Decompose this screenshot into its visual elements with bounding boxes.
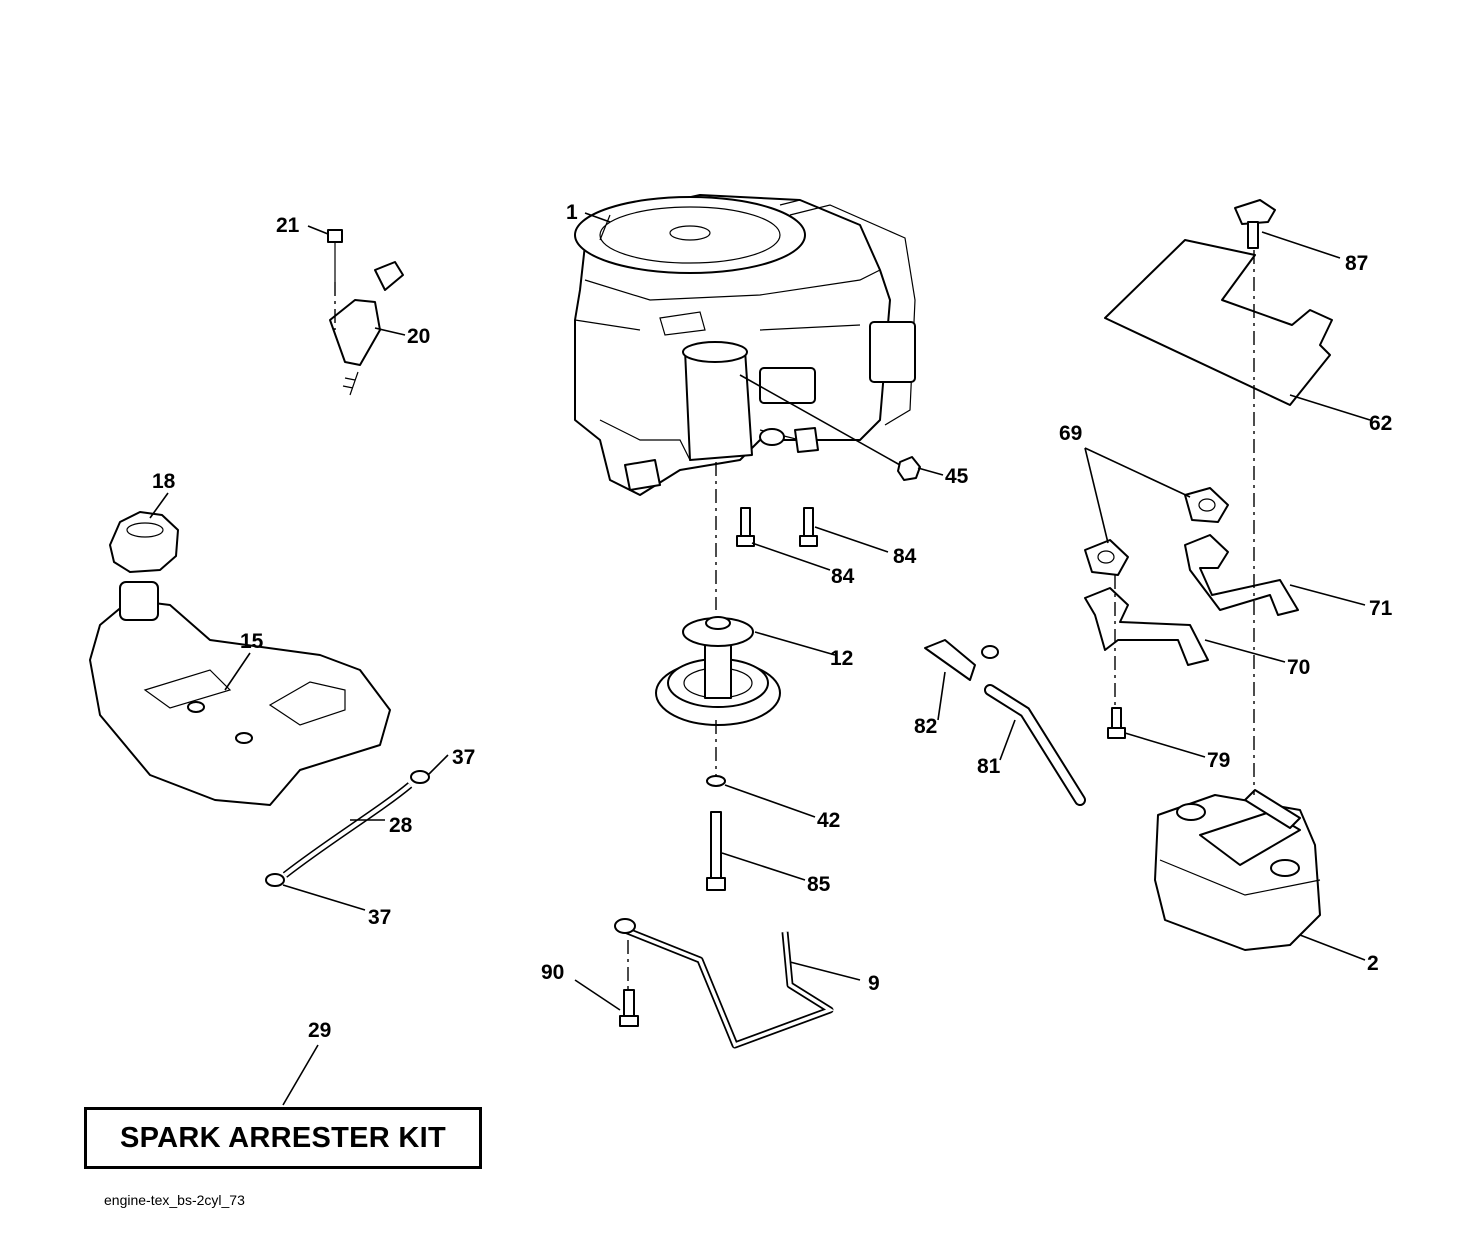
fuel-tank (89, 581, 391, 806)
bolt-79 (1107, 707, 1126, 739)
callout-62: 62 (1369, 412, 1392, 435)
throttle-control (329, 261, 404, 396)
alignment-lines (334, 250, 1255, 990)
callout-71: 71 (1369, 597, 1393, 620)
callout-45: 45 (945, 465, 969, 488)
callout-37-lower: 37 (368, 906, 391, 929)
callout-1: 1 (566, 201, 578, 224)
fuel-valve (924, 639, 999, 681)
bolt-85 (706, 811, 726, 891)
hose-81 (984, 684, 1086, 806)
nut-45 (897, 456, 921, 481)
callout-84-upper: 84 (893, 545, 917, 568)
callout-90: 90 (541, 961, 564, 984)
muffler (1154, 789, 1321, 951)
callouts: 1 2 9 12 15 18 20 21 28 29 37 37 42 45 6… (152, 201, 1393, 1042)
callout-42: 42 (817, 809, 840, 832)
heat-shield (1104, 239, 1333, 406)
callout-87: 87 (1345, 252, 1368, 275)
callout-37-upper: 37 (452, 746, 475, 769)
callout-29: 29 (308, 1019, 331, 1042)
engine-pulley (655, 616, 781, 726)
callout-28: 28 (389, 814, 413, 837)
gaskets (1084, 487, 1229, 576)
callout-81: 81 (977, 755, 1001, 778)
bolt-87 (1234, 199, 1276, 249)
callout-9: 9 (868, 972, 880, 995)
exhaust-pipe-70 (1084, 587, 1209, 666)
callout-2: 2 (1367, 952, 1379, 975)
exhaust-pipe-71 (1184, 534, 1299, 616)
engine (574, 194, 916, 496)
callout-21: 21 (276, 214, 300, 237)
callout-79: 79 (1207, 749, 1230, 772)
callout-15: 15 (240, 630, 264, 653)
spark-arrester-kit-label: SPARK ARRESTER KIT (119, 1121, 447, 1154)
support-rod (614, 918, 834, 1049)
diagram-code: engine-tex_bs-2cyl_73 (104, 1192, 245, 1208)
fuel-hose (265, 770, 430, 887)
callout-85: 85 (807, 873, 831, 896)
leader-lines (149, 212, 1371, 1106)
spark-arrester-kit-box: SPARK ARRESTER KIT (84, 1107, 482, 1169)
callout-12: 12 (830, 647, 853, 670)
fuel-cap (109, 511, 179, 573)
washer-42 (706, 775, 726, 787)
bolts-84 (736, 507, 818, 547)
callout-18: 18 (152, 470, 176, 493)
callout-84-lower: 84 (831, 565, 855, 588)
callout-20: 20 (407, 325, 430, 348)
callout-82: 82 (914, 715, 937, 738)
callout-70: 70 (1287, 656, 1310, 679)
bolt-90 (619, 989, 639, 1027)
callout-69: 69 (1059, 422, 1082, 445)
bolt-21 (327, 229, 343, 282)
